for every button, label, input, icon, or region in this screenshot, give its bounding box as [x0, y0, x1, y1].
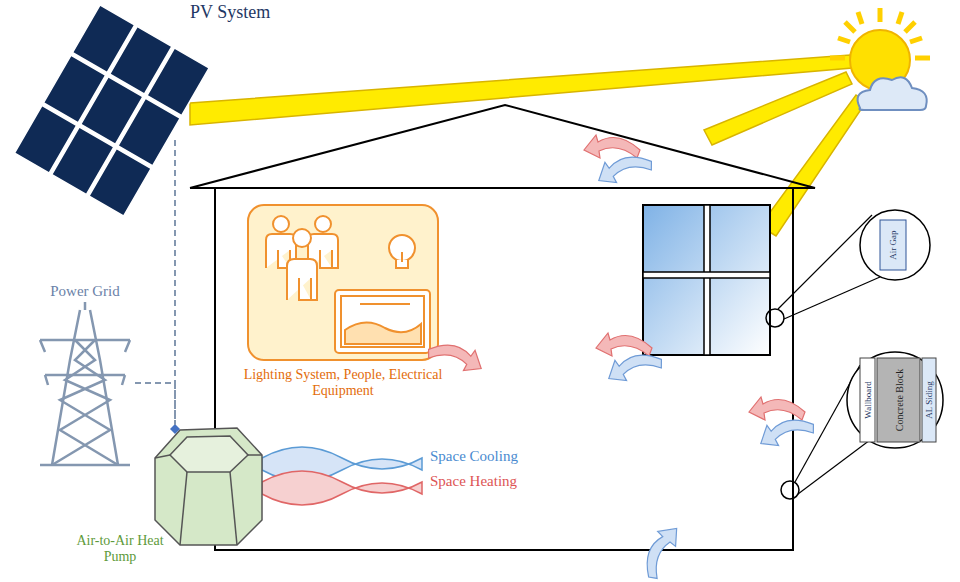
connector-dot [170, 424, 180, 434]
node-label: Air-to-Air Heat Pump [75, 533, 165, 565]
node-label: Concrete Block [893, 369, 904, 431]
node-label: Space Heating [430, 473, 550, 490]
space-heating-band: Space Heating [262, 471, 552, 495]
power-line [174, 140, 176, 425]
sun [830, 8, 930, 110]
power-tower [40, 302, 130, 465]
lighting-box: Lighting System, People, Electrical Equi… [248, 205, 438, 360]
heat-pump [155, 428, 262, 545]
power-grid: Power Grid [35, 283, 135, 473]
pv-system: PV System [15, 0, 285, 140]
concrete-block-layer: Concrete Block [877, 358, 920, 442]
heat-pump: Air-to-Air Heat Pump [75, 425, 265, 570]
wallboard-layer: Wallboard [860, 358, 875, 442]
lighting-box [248, 205, 438, 360]
power-line [135, 383, 175, 425]
node-label: Air Gap [888, 230, 898, 259]
heat-flow-arrows [426, 135, 816, 581]
inset-air-gap [766, 210, 930, 327]
node-label: Space Cooling [430, 448, 550, 465]
space-cooling-band: Space Cooling [262, 446, 552, 470]
pv-panels [15, 5, 210, 216]
node-label: Power Grid [35, 283, 135, 300]
house-outline [190, 105, 815, 550]
node-label: PV System [190, 2, 285, 23]
node-label: Lighting System, People, Electrical Equi… [238, 367, 448, 399]
window [643, 205, 770, 355]
node-label: AL Siding [924, 381, 934, 418]
al-siding-layer: AL Siding [922, 358, 936, 442]
air-gap-layer: Air Gap [880, 220, 906, 270]
air-bands [262, 447, 422, 505]
node-label: Wallboard [863, 381, 873, 418]
